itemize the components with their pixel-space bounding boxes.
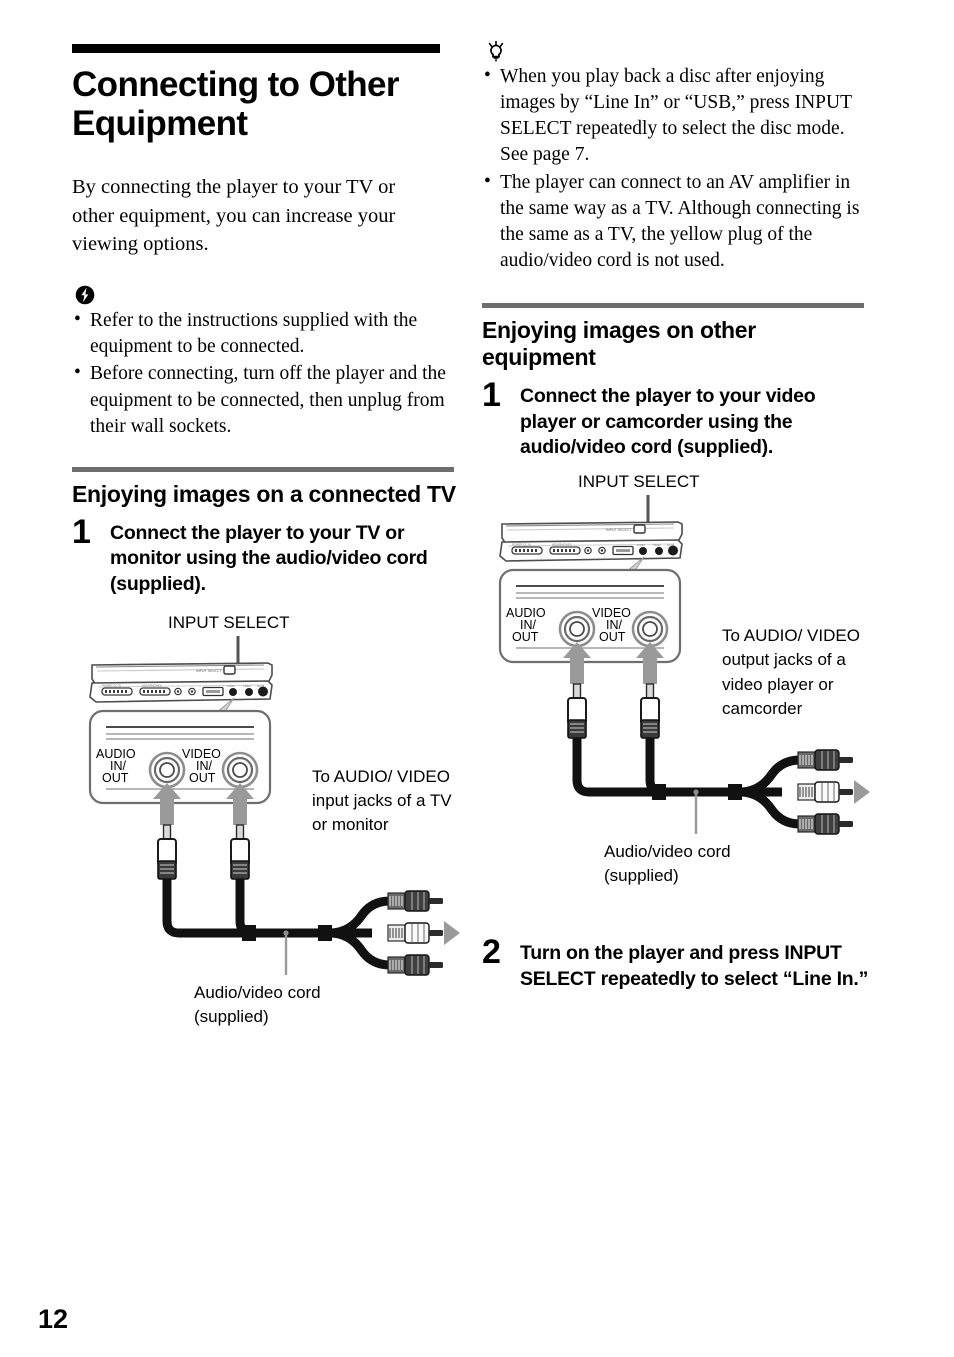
svg-text:VIDEO: VIDEO [653, 543, 661, 547]
page-number: 12 [38, 1304, 69, 1334]
mini-plug-audio [567, 683, 587, 740]
list-item: Refer to the instructions supplied with … [72, 307, 464, 360]
list-item: Before connecting, turn off the player a… [72, 360, 464, 439]
step-number: 1 [482, 376, 501, 415]
section-heading-other: Enjoying images on other equipment [482, 317, 756, 371]
input-select-label: INPUT SELECT [168, 613, 290, 632]
right-column: When you play back a disc after enjoying… [482, 40, 874, 992]
step-other-2: 2 Turn on the player and press INPUT SEL… [482, 933, 874, 992]
svg-text:IN/: IN/ [196, 759, 213, 773]
page-title: Connecting to Other Equipment [72, 65, 400, 144]
tip-bulb-icon [484, 40, 874, 63]
intro-paragraph: By connecting the player to your TV or o… [72, 176, 396, 255]
cord-label-tv: Audio/video cord (supplied) [194, 983, 321, 1027]
audio-jack-label: AUDIO [506, 606, 546, 620]
destination-label-other: To AUDIO/ VIDEO output jacks of a video … [722, 626, 860, 718]
left-column: Connecting to Other Equipment By connect… [72, 44, 464, 1073]
figure-connect-to-tv: INPUT SELECT INPUT SELECT [72, 603, 464, 1073]
player-device: INPUT SELECT [89, 662, 273, 703]
video-jack-label: VIDEO [182, 747, 221, 761]
svg-text:DC IN: DC IN [257, 684, 264, 688]
svg-text:OUT: OUT [102, 771, 129, 785]
title-rule [72, 44, 440, 53]
svg-text:HEADPHONES: HEADPHONES [552, 543, 572, 547]
svg-text:IN/: IN/ [606, 618, 623, 632]
video-jack-label: VIDEO [592, 606, 631, 620]
svg-text:HEADPHONES: HEADPHONES [142, 684, 162, 688]
rca-plug-middle [797, 781, 853, 803]
audio-video-cord [162, 879, 372, 938]
cord-clamp [242, 925, 256, 941]
direction-arrow-icon [854, 780, 870, 805]
list-item: The player can connect to an AV amplifie… [482, 169, 874, 275]
rca-plug-middle [387, 922, 443, 944]
figure-connect-to-other: INPUT SELECT INPUT SELECT [482, 462, 874, 922]
input-select-label: INPUT SELECT [578, 472, 700, 491]
step-other-1: 1 Connect the player to your video playe… [482, 376, 874, 460]
rca-plug-bottom [387, 954, 443, 976]
section-rule-other [482, 303, 864, 308]
section-heading-tv: Enjoying images on a connected TV [72, 480, 456, 507]
rca-plug-top [387, 890, 443, 912]
step-text: Connect the player to your TV or monitor… [110, 521, 428, 595]
rca-plug-bottom [797, 813, 853, 835]
svg-text:DC IN: DC IN [667, 543, 674, 547]
svg-text:VIDEO: VIDEO [243, 684, 251, 688]
destination-label-tv: To AUDIO/ VIDEO input jacks of a TV or m… [312, 767, 452, 835]
svg-text:IN/: IN/ [520, 618, 537, 632]
mini-plug-audio [157, 824, 177, 880]
insert-arrow-icon [563, 642, 664, 685]
audio-video-cord [572, 738, 782, 797]
note-icon [74, 284, 464, 306]
step-text: Turn on the player and press INPUT SELEC… [520, 942, 869, 990]
direction-arrow-icon [444, 921, 460, 945]
player-device: INPUT SELECT [499, 521, 683, 563]
svg-text:INPUT SELECT: INPUT SELECT [606, 528, 632, 532]
section-rule-tv [72, 466, 454, 472]
rca-plug-top [797, 749, 853, 771]
svg-text:IN/: IN/ [110, 759, 127, 773]
step-text: Connect the player to your video player … [520, 385, 816, 458]
audio-jack-label: AUDIO [96, 747, 136, 761]
cord-clamp [318, 925, 332, 941]
notes-list: Refer to the instructions supplied with … [72, 307, 464, 440]
tips-list: When you play back a disc after enjoying… [482, 63, 874, 275]
step-number: 1 [72, 512, 91, 551]
svg-text:OUT: OUT [512, 630, 539, 644]
svg-text:AUDIO: AUDIO [637, 543, 645, 547]
insert-arrow-icon [153, 783, 254, 825]
step-tv-1: 1 Connect the player to your TV or monit… [72, 512, 464, 597]
mini-plug-video [640, 683, 660, 740]
svg-text:POWER DC IN: POWER DC IN [102, 684, 121, 688]
mini-plug-video [230, 824, 250, 880]
cord-clamp [652, 784, 666, 801]
step-number: 2 [482, 933, 501, 972]
svg-text:POWER DC IN: POWER DC IN [512, 543, 531, 547]
svg-text:OUT: OUT [599, 630, 626, 644]
svg-text:INPUT SELECT: INPUT SELECT [196, 669, 222, 673]
jack-callout-box: AUDIO IN/ OUT VIDEO IN/ OUT [498, 569, 682, 664]
svg-text:OUT: OUT [189, 771, 216, 785]
svg-text:AUDIO: AUDIO [227, 684, 235, 688]
cord-label-other: Audio/video cord (supplied) [604, 842, 731, 886]
jack-callout-box: AUDIO IN/ OUT VIDEO IN/ OUT [88, 709, 272, 805]
cord-clamp [728, 784, 742, 801]
list-item: When you play back a disc after enjoying… [482, 63, 874, 169]
